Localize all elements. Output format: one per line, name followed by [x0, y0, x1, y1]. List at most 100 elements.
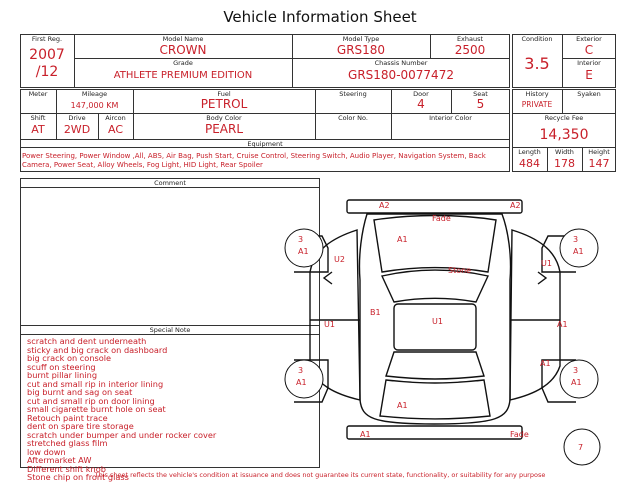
special-note-item: big burnt and sag on seat	[27, 387, 133, 397]
special-note-item: cut and small rip in interior lining	[27, 378, 164, 389]
special-note-item: scratch under bumper and under rocker co…	[27, 429, 217, 440]
grade: ATHLETE PREMIUM EDITION	[113, 70, 253, 81]
damage-rl-a1: A1	[296, 378, 307, 387]
seat-label: Seat	[473, 90, 488, 98]
syaken-label: Syaken	[577, 90, 601, 98]
steering-label: Steering	[339, 90, 367, 98]
damage-fade-front: Fade	[432, 214, 451, 223]
fuel-label: Fuel	[217, 90, 231, 98]
shift-label: Shift	[30, 114, 46, 122]
damage-rr-a1: A1	[571, 378, 582, 387]
history: PRIVATE	[521, 100, 553, 109]
door-label: Door	[413, 90, 429, 98]
special-note-item: dent on spare tire storage	[27, 421, 134, 431]
damage-a1-trunk: A1	[397, 401, 408, 410]
recycle-fee-label: Recycle Fee	[544, 114, 584, 122]
special-note-item: cut and small rip on door lining	[27, 395, 155, 406]
condition-box	[512, 34, 616, 88]
special-note-item: Retouch paint trace	[27, 412, 108, 423]
exhaust-label: Exhaust	[456, 35, 484, 43]
interior-color-label: Interior Color	[429, 114, 472, 122]
body-color: PEARL	[204, 122, 244, 136]
sheet-title: Vehicle Information Sheet	[223, 8, 417, 26]
interior-grade: E	[585, 68, 593, 82]
damage-fr-a1: A1	[573, 247, 584, 256]
details-box	[20, 89, 510, 172]
color-no-label: Color No.	[338, 114, 368, 122]
damage-fr-circle: 3	[573, 235, 578, 244]
special-note-item: Different shift knob	[27, 463, 106, 474]
fuel: PETROL	[200, 97, 248, 111]
exhaust: 2500	[454, 43, 486, 57]
mileage: 147,000 KM	[70, 101, 119, 110]
special-note-item: Stone chip on front glass	[27, 472, 129, 482]
special-note-item: sticky and big crack on dashboard	[27, 344, 168, 355]
body-color-label: Body Color	[206, 114, 242, 122]
first-reg-year: 2007	[29, 47, 65, 63]
damage-a1-right-door: A1	[557, 320, 568, 329]
door-count: 4	[417, 97, 425, 111]
history-box	[512, 89, 616, 172]
damage-a2-left: A2	[379, 201, 390, 210]
seat-count: 5	[476, 97, 485, 111]
damage-u1-right-upper: U1	[541, 259, 552, 268]
special-note-item: scratch and dent underneath	[27, 336, 147, 346]
condition-label: Condition	[521, 35, 553, 43]
equipment-text: Power Steering, Power Window ,All, ABS, …	[22, 152, 486, 169]
disclaimer: This sheet reflects the vehicle's condit…	[94, 471, 546, 479]
exterior-grade: C	[584, 43, 594, 57]
first-reg-month: /12	[35, 64, 59, 80]
aircon-label: Aircon	[105, 114, 126, 122]
special-note-label: Special Note	[149, 326, 191, 334]
special-note-item: burnt pillar lining	[27, 370, 98, 380]
condition-grade: 3.5	[524, 54, 550, 73]
special-note-item: small cigarette burnt hole on seat	[27, 404, 166, 414]
length: 484	[519, 157, 540, 170]
special-note-item: scuff on steering	[27, 361, 96, 372]
first-reg-label: First Reg.	[31, 35, 63, 43]
damage-a2-right: A2	[510, 201, 521, 210]
drive-label: Drive	[68, 114, 86, 122]
meter-label: Meter	[28, 90, 48, 98]
damage-rr-circle: 3	[573, 366, 578, 375]
damage-fade-rear: Fade	[510, 430, 529, 439]
grade-label: Grade	[173, 59, 193, 67]
special-note-item: big crack on console	[27, 353, 112, 363]
damage-fl-circle: 3	[298, 235, 303, 244]
width-label: Width	[555, 148, 574, 156]
aircon: AC	[107, 123, 123, 136]
height: 147	[588, 157, 610, 170]
equipment-label: Equipment	[247, 140, 283, 148]
damage-a1-rear-right: A1	[540, 359, 551, 368]
damage-fl-a1: A1	[298, 247, 309, 256]
mileage-label: Mileage	[81, 90, 108, 98]
comment-label: Comment	[154, 179, 186, 187]
damage-rl-circle: 3	[298, 366, 303, 375]
chassis-number: GRS180-0077472	[348, 68, 454, 82]
chassis-label: Chassis Number	[374, 59, 428, 67]
model-type-label: Model Type	[342, 35, 380, 43]
model-type: GRS180	[336, 43, 386, 57]
length-label: Length	[518, 148, 541, 156]
interior-label: Interior	[577, 59, 601, 67]
damage-a1-rear: A1	[360, 430, 371, 439]
width: 178	[554, 157, 575, 170]
damage-u1-left-door: U1	[324, 320, 335, 329]
recycle-fee: 14,350	[539, 127, 589, 143]
damage-stone: Stone	[448, 266, 471, 275]
history-label: History	[525, 90, 549, 98]
damage-a1-hood: A1	[397, 235, 408, 244]
drive: 2WD	[63, 123, 91, 136]
model-name: CROWN	[159, 43, 207, 57]
vehicle-damage-map: A2 A2 Fade A1 3 A1 3 A1 U2 Stone U1 B1 U…	[284, 199, 601, 466]
damage-circle-7: 7	[578, 443, 583, 452]
header-box	[20, 34, 510, 88]
shift: AT	[31, 123, 45, 136]
exterior-label: Exterior	[576, 35, 602, 43]
special-note-item: Aftermarket AW	[27, 455, 92, 465]
damage-u2: U2	[334, 255, 345, 264]
comment-box	[20, 178, 320, 468]
damage-u1-roof: U1	[432, 317, 443, 326]
special-note-item: stretched glass film	[27, 438, 108, 448]
